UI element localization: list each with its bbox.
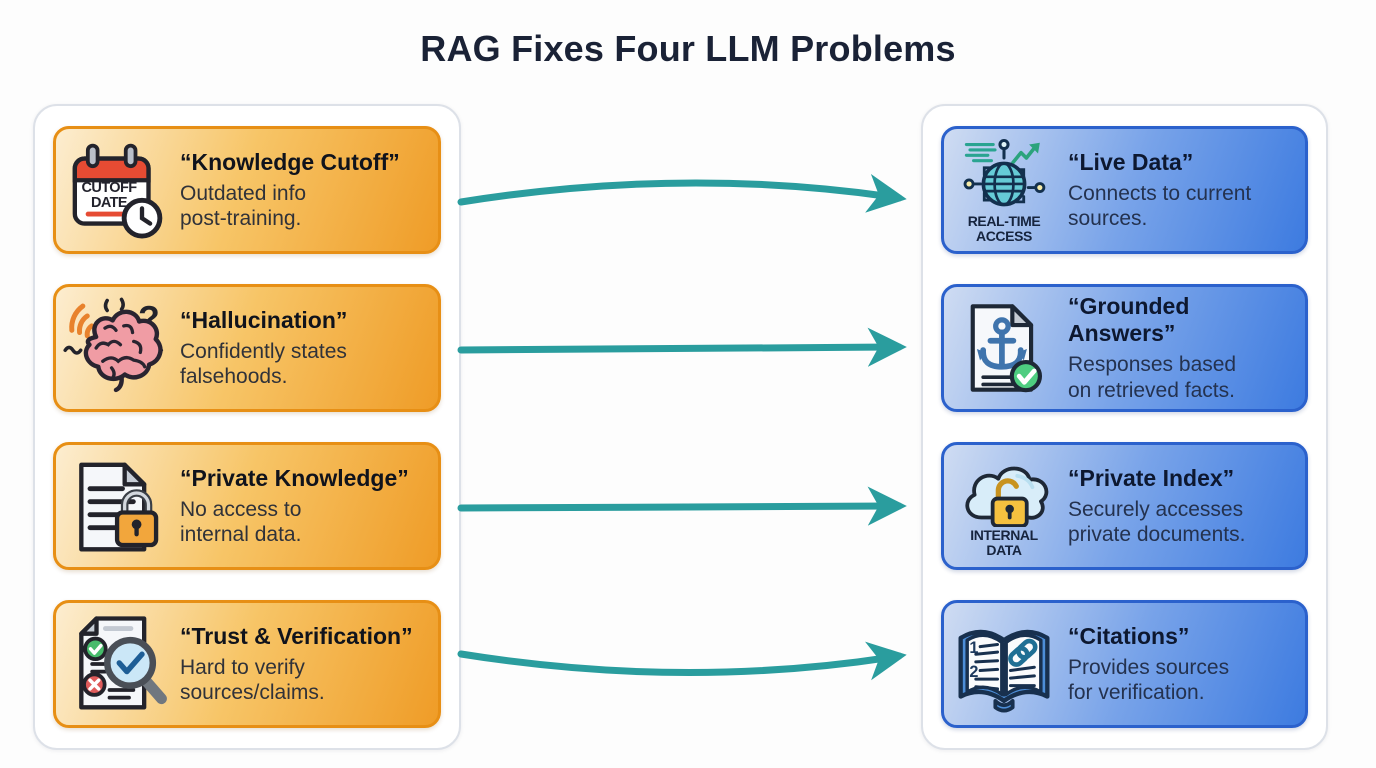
solution-title: “Private Index” [1068, 464, 1235, 491]
solution-title: “Live Data” [1068, 148, 1194, 175]
arrow-cutoff-to-live-data [457, 173, 907, 213]
problem-title: “Private Knowledge” [180, 464, 409, 491]
flow-arrows [457, 173, 907, 681]
solution-body: Connects to current sources. [1068, 181, 1252, 230]
solution-card-citations: 1 2 “Citations” Provides sources for ver… [941, 600, 1308, 728]
problem-title: “Hallucination” [180, 306, 348, 333]
page-title: RAG Fixes Four LLM Problems [420, 28, 956, 69]
solution-card-live-data: REAL-TIME ACCESS “Live Data” Connects to… [941, 126, 1308, 254]
problems-panel: CUTOFF DATE “Knowledge Cutoff” Outdated … [33, 104, 461, 750]
solution-title: “Grounded Answers” [1068, 293, 1190, 347]
locked-document-icon [60, 454, 172, 558]
problem-card-knowledge-cutoff: CUTOFF DATE “Knowledge Cutoff” Outdated … [53, 126, 441, 254]
citations-book-icon: 1 2 [948, 614, 1060, 714]
problem-card-hallucination: ? “Hallucination” Confidently states fal… [53, 284, 441, 412]
hallucination-brain-icon: ? [60, 295, 172, 401]
problem-body: No access to internal data. [180, 497, 302, 546]
svg-text:1: 1 [969, 639, 978, 657]
verification-magnifier-icon [60, 612, 172, 716]
solution-card-grounded-answers: “Grounded Answers” Responses based on re… [941, 284, 1308, 412]
problem-card-trust-verification: “Trust & Verification” Hard to verify so… [53, 600, 441, 728]
solutions-panel: REAL-TIME ACCESS “Live Data” Connects to… [921, 104, 1328, 750]
cloud-caption: INTERNAL DATA [970, 527, 1038, 558]
problem-card-private-knowledge: “Private Knowledge” No access to interna… [53, 442, 441, 570]
calendar-cutoff-icon: CUTOFF DATE [60, 138, 172, 242]
svg-text:2: 2 [969, 663, 978, 681]
problem-title: “Trust & Verification” [180, 622, 413, 649]
solution-body: Securely accesses private documents. [1068, 497, 1246, 546]
anchored-document-icon [948, 298, 1060, 398]
solution-body: Provides sources for verification. [1068, 655, 1230, 704]
problem-body: Outdated info post-training. [180, 181, 307, 230]
cloud-lock-icon: INTERNAL DATA [948, 455, 1060, 557]
problem-body: Hard to verify sources/claims. [180, 655, 325, 704]
problem-body: Confidently states falsehoods. [180, 339, 347, 388]
arrow-private-knowledge-to-index [457, 486, 907, 526]
realtime-globe-icon: REAL-TIME ACCESS [948, 137, 1060, 243]
problem-title: “Knowledge Cutoff” [180, 148, 400, 175]
globe-caption: REAL-TIME ACCESS [967, 213, 1041, 244]
solution-card-private-index: INTERNAL DATA “Private Index” Securely a… [941, 442, 1308, 570]
solution-title: “Citations” [1068, 622, 1190, 649]
arrow-hallucination-to-grounded [457, 327, 907, 367]
solution-body: Responses based on retrieved facts. [1068, 353, 1237, 402]
calendar-caption: CUTOFF DATE [81, 180, 138, 211]
arrow-trust-to-citations [457, 641, 907, 681]
